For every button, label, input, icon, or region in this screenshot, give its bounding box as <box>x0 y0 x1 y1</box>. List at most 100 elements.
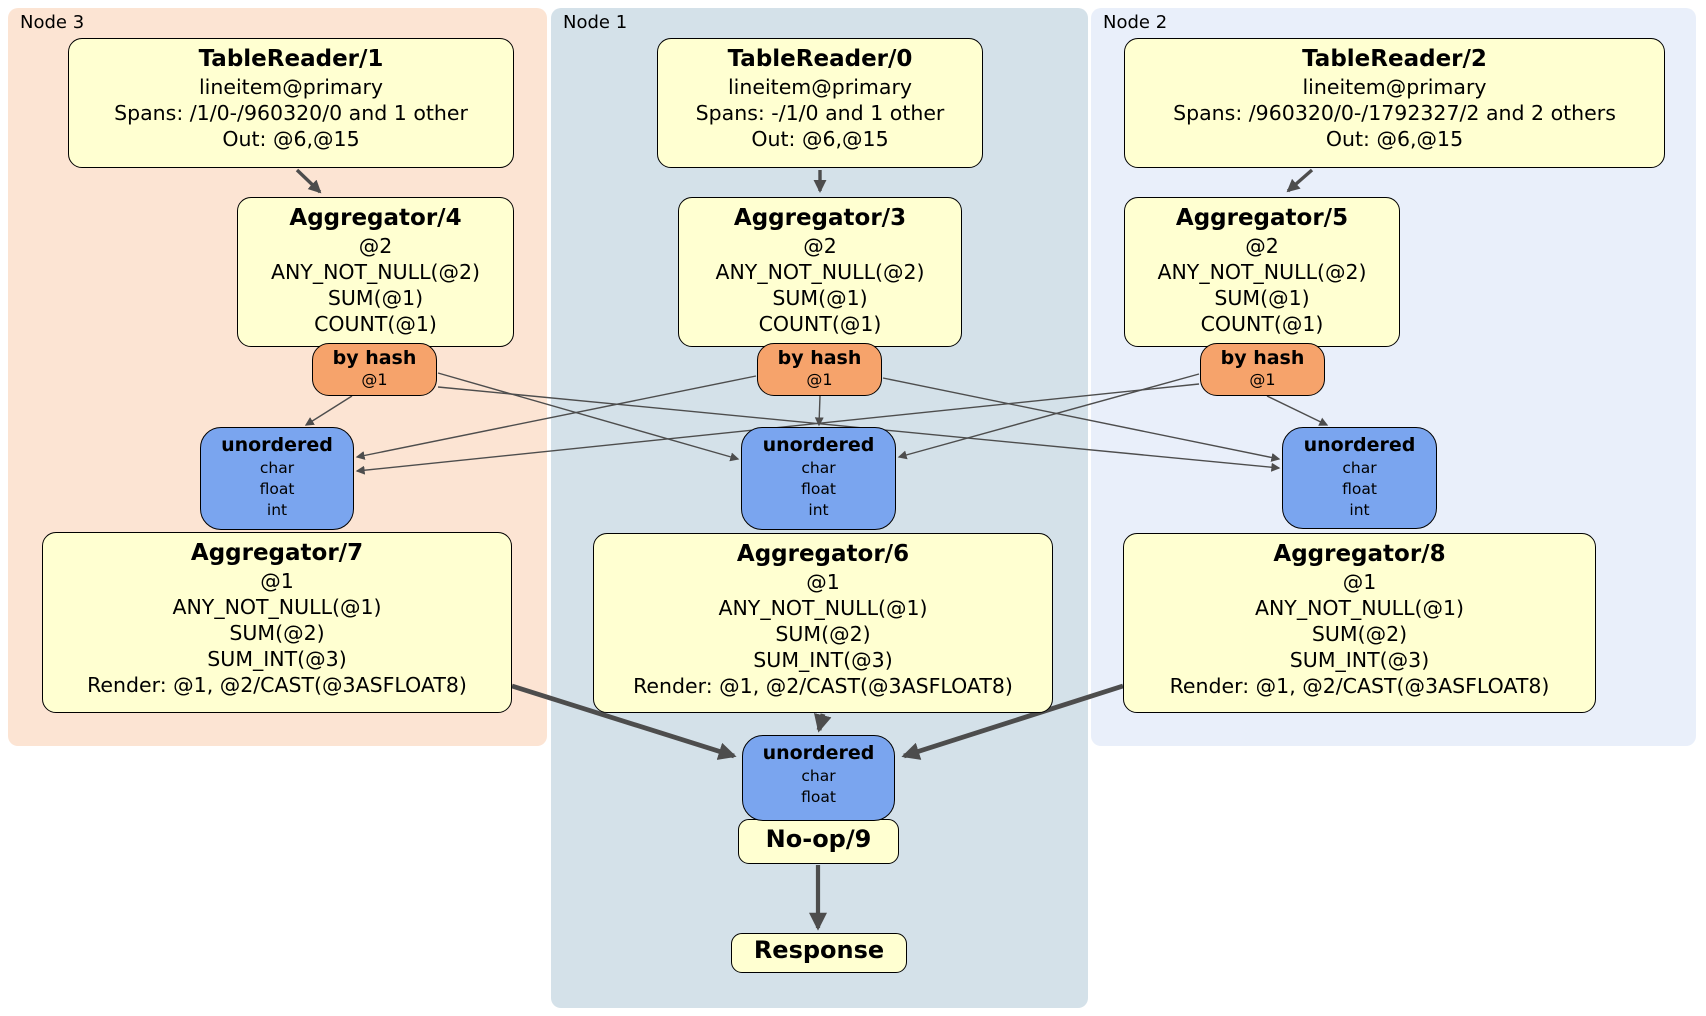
plan-edge-r3_s1 <box>437 372 740 462</box>
aggregator-3-box: Aggregator/3 @2 ANY_NOT_NULL(@2) SUM(@1)… <box>678 197 962 347</box>
processor-detail: SUM_INT(@3) <box>753 648 893 672</box>
unordered-sync-node1: unordered char float int <box>741 427 896 530</box>
processor-detail: @2 <box>803 234 837 258</box>
processor-title: Aggregator/7 <box>190 540 364 566</box>
processor-detail: SUM(@1) <box>327 286 424 310</box>
processor-detail: COUNT(@1) <box>314 312 437 336</box>
processor-detail: @2 <box>1245 234 1279 258</box>
sync-type: char <box>259 459 295 477</box>
processor-detail: lineitem@primary <box>727 75 913 99</box>
processor-title: Aggregator/6 <box>736 541 910 567</box>
processor-detail: @1 <box>1342 570 1377 594</box>
sync-label: unordered <box>762 742 875 764</box>
node1-label: Node 1 <box>563 12 628 33</box>
plan-edge-r1_s1 <box>814 395 824 427</box>
noop-9-box: No-op/9 <box>738 819 899 864</box>
router-label: by hash <box>332 347 417 369</box>
processor-detail: SUM(@1) <box>772 286 868 310</box>
node2-label: Node 2 <box>1103 12 1168 33</box>
processor-title: Aggregator/5 <box>1175 205 1349 231</box>
router-key: @1 <box>806 370 833 389</box>
processor-detail: ANY_NOT_NULL(@2) <box>1157 260 1367 284</box>
tablereader-1-box: TableReader/1 lineitem@primary Spans: /1… <box>68 38 514 168</box>
sync-label: unordered <box>1303 434 1416 456</box>
plan-edge-r1_s3 <box>355 375 757 460</box>
tablereader-0-box: TableReader/0 lineitem@primary Spans: -/… <box>657 38 983 168</box>
processor-detail: ANY_NOT_NULL(@2) <box>715 260 925 284</box>
plan-edge-agg7_sfinal <box>511 683 737 760</box>
aggregator-8-box: Aggregator/8 @1 ANY_NOT_NULL(@1) SUM(@2)… <box>1123 533 1596 713</box>
processor-detail: SUM(@2) <box>775 622 871 646</box>
processor-detail: Render: @1, @2/CAST(@3ASFLOAT8) <box>1169 674 1550 698</box>
plan-edge-agg6_sfinal <box>813 712 832 733</box>
processor-detail: SUM_INT(@3) <box>1289 648 1430 672</box>
processor-title: Response <box>753 936 885 964</box>
hash-router-node3: by hash @1 <box>312 343 437 396</box>
processor-detail: Spans: /960320/0-/1792327/2 and 2 others <box>1173 101 1616 125</box>
plan-edge-r2_s2 <box>1266 395 1329 426</box>
processor-detail: ANY_NOT_NULL(@1) <box>172 595 382 619</box>
processor-detail: lineitem@primary <box>198 75 384 99</box>
processor-title: TableReader/0 <box>727 46 913 72</box>
processor-detail: SUM_INT(@3) <box>207 647 347 671</box>
aggregator-7-box: Aggregator/7 @1 ANY_NOT_NULL(@1) SUM(@2)… <box>42 532 512 713</box>
processor-detail: COUNT(@1) <box>758 312 882 336</box>
sync-label: unordered <box>762 434 875 456</box>
processor-detail: Spans: /1/0-/960320/0 and 1 other <box>114 101 468 125</box>
aggregator-6-box: Aggregator/6 @1 ANY_NOT_NULL(@1) SUM(@2)… <box>593 533 1053 713</box>
processor-detail: ANY_NOT_NULL(@1) <box>718 596 928 620</box>
unordered-sync-final: unordered char float <box>742 735 895 821</box>
sync-type: char <box>1342 459 1377 477</box>
sync-label: unordered <box>221 434 333 456</box>
processor-detail: @1 <box>806 570 840 594</box>
aggregator-4-box: Aggregator/4 @2 ANY_NOT_NULL(@2) SUM(@1)… <box>237 197 514 347</box>
router-key: @1 <box>1249 370 1276 389</box>
sync-type: float <box>801 480 836 498</box>
sync-type: float <box>801 788 836 806</box>
processor-title: No-op/9 <box>765 825 872 853</box>
response-box: Response <box>731 933 907 973</box>
sync-type: char <box>801 767 836 785</box>
processor-detail: Out: @6,@15 <box>751 127 889 151</box>
processor-detail: Out: @6,@15 <box>222 127 360 151</box>
sync-type: float <box>259 480 295 498</box>
sync-type: int <box>808 501 829 519</box>
unordered-sync-node3: unordered char float int <box>200 427 354 530</box>
node3-label: Node 3 <box>20 12 85 33</box>
processor-title: TableReader/1 <box>198 46 384 72</box>
plan-edge-r3_s3 <box>304 395 353 426</box>
sync-type: int <box>266 501 288 519</box>
plan-edge-r2_s1 <box>897 373 1200 460</box>
sync-type: int <box>1349 501 1370 519</box>
processor-detail: SUM(@1) <box>1214 286 1310 310</box>
hash-router-node2: by hash @1 <box>1200 343 1325 396</box>
aggregator-5-box: Aggregator/5 @2 ANY_NOT_NULL(@2) SUM(@1)… <box>1124 197 1400 347</box>
router-label: by hash <box>1220 347 1305 369</box>
processor-title: Aggregator/8 <box>1273 541 1446 567</box>
sync-type: float <box>1342 480 1377 498</box>
processor-detail: lineitem@primary <box>1302 75 1487 99</box>
processor-detail: @1 <box>260 569 294 593</box>
processor-detail: SUM(@2) <box>1311 622 1408 646</box>
unordered-sync-node2: unordered char float int <box>1282 427 1437 529</box>
router-label: by hash <box>777 347 862 369</box>
plan-edge-agg8_sfinal <box>901 683 1124 760</box>
processor-detail: Render: @1, @2/CAST(@3ASFLOAT8) <box>87 673 467 697</box>
processor-detail: SUM(@2) <box>229 621 325 645</box>
plan-edge-tr2_agg5 <box>1286 168 1314 193</box>
processor-detail: ANY_NOT_NULL(@1) <box>1254 596 1465 620</box>
sync-type: char <box>801 459 836 477</box>
router-key: @1 <box>361 370 388 389</box>
plan-edge-r1_s2 <box>882 377 1281 462</box>
processor-detail: Spans: -/1/0 and 1 other <box>695 101 945 125</box>
processor-detail: @2 <box>358 234 393 258</box>
hash-router-node1: by hash @1 <box>757 343 882 396</box>
processor-title: Aggregator/4 <box>289 205 462 231</box>
plan-edge-tr1_agg4 <box>295 168 322 194</box>
processor-detail: COUNT(@1) <box>1200 312 1324 336</box>
tablereader-2-box: TableReader/2 lineitem@primary Spans: /9… <box>1124 38 1665 168</box>
processor-detail: ANY_NOT_NULL(@2) <box>270 260 481 284</box>
processor-detail: Out: @6,@15 <box>1325 127 1464 151</box>
processor-title: TableReader/2 <box>1302 46 1487 72</box>
